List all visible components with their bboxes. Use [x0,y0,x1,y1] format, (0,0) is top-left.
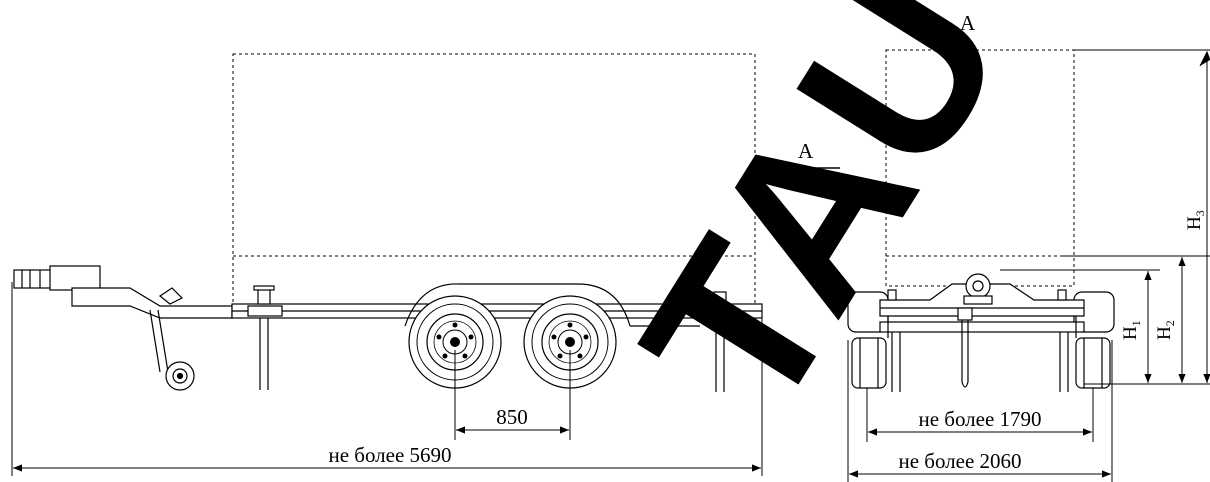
watermark-text: TAUTO. [594,0,1210,456]
section-label: A [960,11,976,35]
jockey-wheel [149,309,195,391]
rear-left-wheel [847,291,889,389]
dim-wheelbase: 850 [454,350,571,440]
dim-track-label: не более 1790 [918,407,1041,431]
rear-support-leg-center [957,307,973,388]
section-marker-label: A [798,139,814,163]
rear-view: A [847,11,1210,482]
drawbar [13,265,233,319]
rear-bolts [887,289,1067,301]
dim-wheelbase-label: 850 [496,405,528,429]
dim-overall-length: не более 5690 [11,282,763,476]
section-marker: A [776,139,840,174]
side-view: 850 не более 5690 A [11,53,840,476]
dim-overall-width-label: не более 2060 [898,449,1021,473]
wheel-fender [404,283,631,327]
front-support-leg [253,285,275,390]
dim-overall-length-label: не более 5690 [328,443,451,467]
dim-h1-label: H1 [1120,320,1143,340]
dim-h2-label: H2 [1154,320,1177,340]
dim-overall-width: не более 2060 [847,340,1113,482]
trailer-frame [231,303,763,319]
dim-h3-label: H3 [1184,210,1207,230]
dim-heights: H1 H2 H3 [1000,49,1210,385]
spare-wheel [963,273,993,305]
rear-support-leg [713,291,727,392]
dim-track: не более 1790 [866,388,1094,442]
